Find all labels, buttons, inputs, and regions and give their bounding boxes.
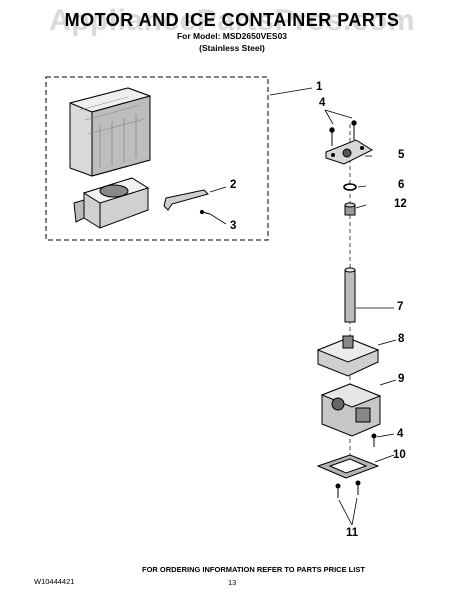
callout-4-lower: 4	[397, 428, 404, 440]
part-4-lower-screw	[371, 433, 377, 447]
part-10-gasket	[316, 454, 380, 479]
callout-6: 6	[398, 179, 405, 191]
callout-10: 10	[393, 449, 406, 461]
variant-line: (Stainless Steel)	[199, 43, 265, 53]
callout-11: 11	[346, 527, 359, 539]
callout-8: 8	[398, 333, 405, 345]
part-8-gear-cover	[316, 335, 380, 377]
part-4-top-screws	[329, 120, 357, 146]
callout-9: 9	[398, 373, 405, 385]
page-number: 13	[228, 578, 237, 587]
part-2-clip	[163, 189, 209, 211]
part-9-motor	[320, 383, 382, 437]
part-7-shaft	[344, 267, 356, 323]
callout-7: 7	[397, 301, 404, 313]
callout-5: 5	[398, 149, 405, 161]
ordering-info: FOR ORDERING INFORMATION REFER TO PARTS …	[142, 565, 365, 574]
part-12-bushing	[344, 202, 356, 216]
model-line: For Model: MSD2650VES03	[176, 31, 288, 41]
callout-12: 12	[394, 198, 407, 210]
callout-1: 1	[316, 81, 323, 93]
part-6-washer	[343, 183, 357, 191]
callout-2: 2	[230, 179, 237, 191]
leader-lines	[209, 87, 397, 526]
part-11-screws	[335, 480, 361, 498]
ice-container	[69, 87, 151, 177]
assembly-box	[45, 76, 269, 241]
callout-3: 3	[230, 220, 237, 232]
doc-number: W10444421	[34, 577, 75, 586]
callout-4-top: 4	[319, 97, 326, 109]
page-title: MOTOR AND ICE CONTAINER PARTS	[64, 10, 400, 30]
auger-housing	[73, 177, 150, 229]
part-3-screw	[199, 209, 211, 215]
part-5-mount-plate	[325, 139, 374, 165]
